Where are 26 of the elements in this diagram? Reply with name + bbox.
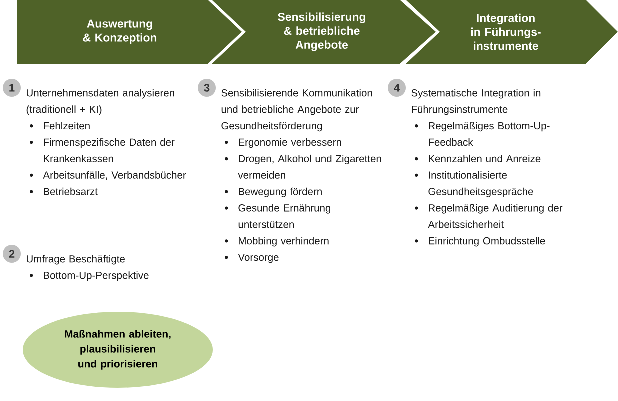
step-banner: Auswertung & Konzeption — [17, 0, 242, 64]
list-item: Bottom-Up-Perspektive — [44, 272, 149, 282]
list-item: Vorsorge — [238, 254, 279, 264]
step-banner: Sensibilisierung & betriebliche Angebote — [212, 0, 436, 64]
list-item: Regelmäßige Auditierung der Arbeitssicherheit — [428, 204, 563, 228]
node-label: Sensibilisierung & betriebliche Angebote — [278, 12, 366, 52]
list-item: Fehlzeiten — [44, 122, 90, 130]
list-item: Mobbing verhindern — [239, 237, 329, 247]
list-item: Einrichtung Ombudsstelle — [429, 237, 546, 247]
list-heading: Sensibilisierende Kommunikation und betriebliche Angebote zur Gesundheitsförderung — [222, 89, 372, 132]
list-heading: Umfrage Beschäftigte — [27, 255, 125, 265]
list-item: Ergonomie verbessern — [239, 138, 342, 148]
list-item: Kennzahlen und Anreize — [429, 154, 541, 162]
list-item: Regelmäßiges Bottom-Up-Feedback — [429, 122, 550, 146]
node-label: Auswertung & Konzeption — [83, 20, 157, 44]
list-item: Betriebsarzt — [44, 188, 98, 196]
list-item: Institutionalisierte Gesundheitsgespräche — [428, 171, 534, 198]
list-item: Drogen, Alkohol und Zigaretten vermeiden — [238, 154, 382, 179]
list-heading: Systematische Integration in Führungsinstrumente — [412, 89, 541, 116]
list-item: Arbeitsunfälle, Verbandsbücher — [43, 171, 186, 180]
list-heading: Unternehmensdaten analysieren (traditionell + KI) — [26, 89, 174, 116]
node-label: Integration in Führungs-instrumente — [471, 14, 541, 50]
step-banner: Integration in Führungs-instrumente — [406, 0, 618, 64]
list-item: Gesunde Ernährung unterstützen — [238, 204, 331, 228]
list-item: Bewegung fördern — [239, 188, 322, 198]
list-item: Firmenspezifische Daten der Krankenkassen — [44, 138, 175, 162]
